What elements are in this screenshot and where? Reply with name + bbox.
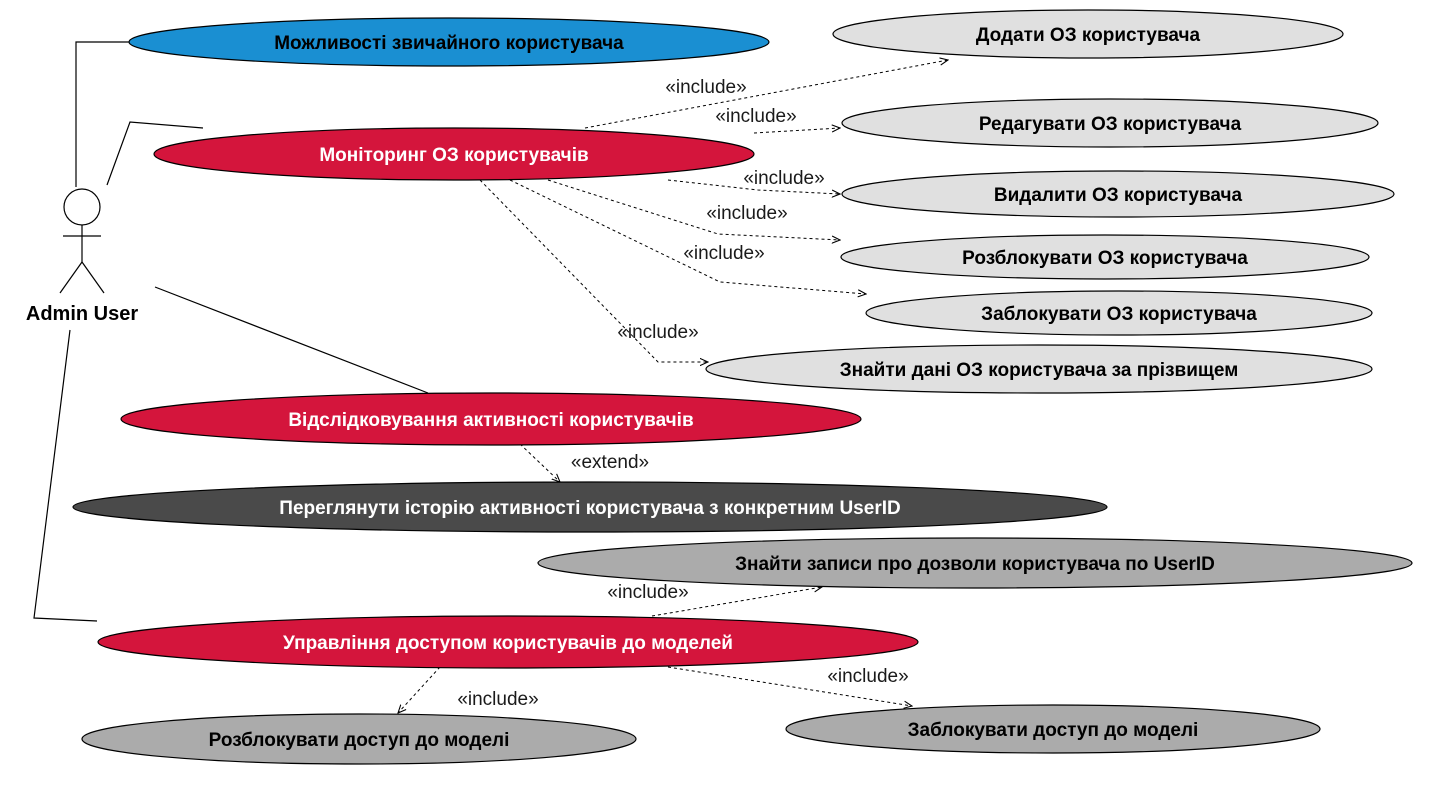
actor-left-leg (59, 261, 83, 294)
include-label-find: «include» (617, 322, 698, 343)
use-case-ellipse (128, 17, 770, 67)
assoc-user-capabilities (75, 41, 131, 187)
use-case-label: Знайти дані ОЗ користувача за прізвищем (840, 360, 1239, 381)
use-case-ellipse (785, 704, 1321, 754)
assoc-tracking (154, 286, 429, 394)
dep-include-edit (753, 128, 840, 134)
dependencies (398, 60, 948, 713)
stereotype-labels: «include» «include» «include» «include» … (457, 77, 908, 710)
use-case-ellipse (81, 713, 637, 765)
use-case-user-capabilities: Можливості звичайного користувача (128, 17, 770, 67)
use-case-edit: Редагувати ОЗ користувача (841, 98, 1379, 148)
use-case-ellipse (841, 98, 1379, 148)
include-label-unblock-access: «include» (457, 689, 538, 710)
use-case-ellipse (832, 9, 1344, 59)
include-label-unblock: «include» (706, 203, 787, 224)
use-case-unblock: Розблокувати ОЗ користувача (840, 234, 1370, 280)
use-case-ellipse (865, 290, 1373, 336)
use-case-label: Видалити ОЗ користувача (994, 185, 1243, 206)
use-case-label: Моніторинг ОЗ користувачів (319, 145, 588, 166)
dep-include-block-access (667, 666, 912, 706)
use-case-label: Переглянути історію активності користува… (279, 498, 900, 519)
use-case-label: Розблокувати доступ до моделі (209, 730, 510, 751)
actor-admin-user: Admin User (26, 188, 138, 325)
use-case-access: Управління доступом користувачів до моде… (97, 615, 919, 669)
extend-label-history: «extend» (571, 452, 649, 473)
actor-right-leg (81, 261, 105, 294)
dep-include-unblock-access (398, 666, 441, 713)
dep-include-unblock (547, 179, 840, 240)
use-case-label: Знайти записи про дозволи користувача по… (735, 554, 1215, 575)
use-case-label: Редагувати ОЗ користувача (979, 114, 1242, 135)
use-case-add: Додати ОЗ користувача (832, 9, 1344, 59)
use-case-monitoring: Моніторинг ОЗ користувачів (153, 127, 755, 181)
use-case-delete: Видалити ОЗ користувача (841, 170, 1395, 218)
dep-include-find (479, 179, 708, 362)
use-case-ellipse (153, 127, 755, 181)
use-case-block: Заблокувати ОЗ користувача (865, 290, 1373, 336)
dep-include-find-permissions (651, 587, 822, 617)
include-label-edit: «include» (715, 106, 796, 127)
use-case-find-permissions: Знайти записи про дозволи користувача по… (537, 537, 1413, 589)
use-case-block-access: Заблокувати доступ до моделі (785, 704, 1321, 754)
actor-head (63, 188, 101, 226)
dep-extend-history (519, 443, 560, 482)
dep-include-add (584, 60, 948, 129)
include-label-delete: «include» (743, 168, 824, 189)
use-case-label: Додати ОЗ користувача (976, 25, 1201, 46)
use-case-history: Переглянути історію активності користува… (72, 481, 1108, 533)
assoc-monitoring (106, 121, 204, 186)
use-case-ellipse (97, 615, 919, 669)
include-label-add: «include» (665, 77, 746, 98)
dep-include-delete (667, 179, 840, 194)
include-label-block: «include» (683, 243, 764, 264)
dep-include-block (509, 179, 866, 294)
use-case-unblock-access: Розблокувати доступ до моделі (81, 713, 637, 765)
associations (33, 41, 429, 622)
use-case-ellipse (705, 344, 1373, 394)
use-case-label: Відслідковування активності користувачів (288, 410, 693, 431)
assoc-access (33, 329, 98, 622)
include-label-find-permissions: «include» (607, 582, 688, 603)
use-case-label: Розблокувати ОЗ користувача (962, 248, 1248, 269)
actor-name: Admin User (26, 303, 138, 325)
use-case-label: Заблокувати ОЗ користувача (981, 304, 1257, 325)
use-case-label: Управління доступом користувачів до моде… (283, 633, 733, 654)
use-case-ellipse (120, 392, 862, 446)
use-case-label: Можливості звичайного користувача (274, 33, 624, 54)
use-case-ellipse (841, 170, 1395, 218)
use-case-ellipse (72, 481, 1108, 533)
use-case-find: Знайти дані ОЗ користувача за прізвищем (705, 344, 1373, 394)
use-case-label: Заблокувати доступ до моделі (908, 720, 1199, 741)
use-case-ellipse (537, 537, 1413, 589)
use-case-ellipse (840, 234, 1370, 280)
use-case-tracking: Відслідковування активності користувачів (120, 392, 862, 446)
include-label-block-access: «include» (827, 666, 908, 687)
